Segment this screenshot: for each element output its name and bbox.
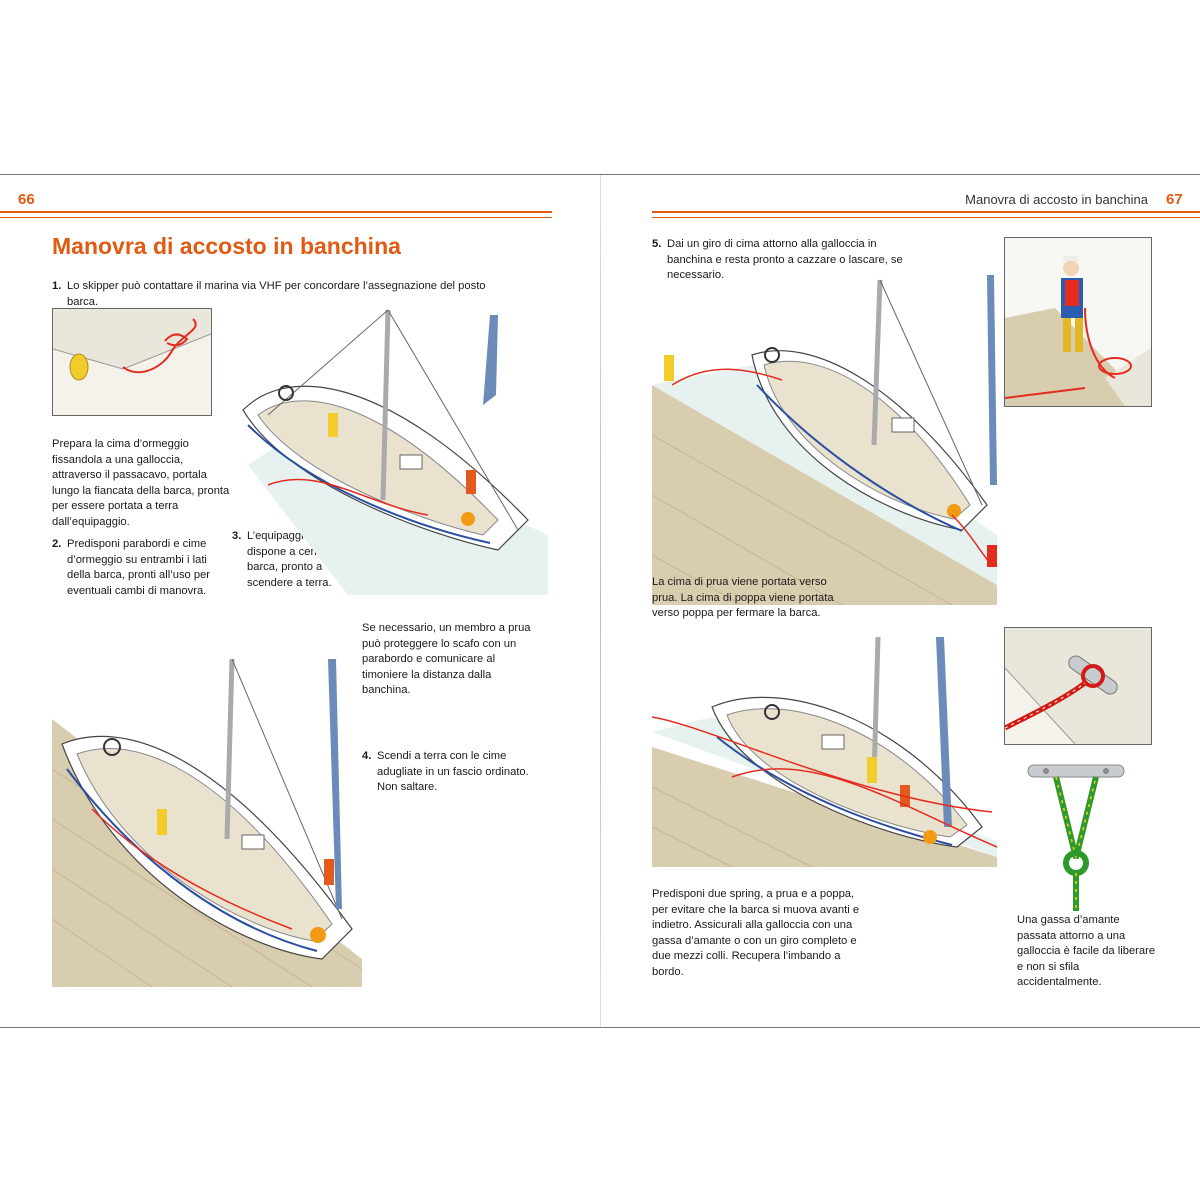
step-1: 1. Lo skipper può contattare il marina v…: [52, 280, 486, 308]
crew-stepping-ashore-illustration: [52, 659, 362, 987]
running-head: Manovra di accosto in banchina: [965, 192, 1148, 207]
book-spread: 66 Manovra di accosto in banchina 1. Lo …: [0, 174, 1200, 1028]
caption-knot: Una gassa d’amante passata attorno a una…: [1017, 914, 1156, 988]
header-rule-right: [652, 211, 1200, 218]
page-gutter: [600, 175, 601, 1027]
step-2-text: Predisponi parabordi e cime d’ormeggio s…: [67, 538, 211, 597]
caption-cleat: Prepara la cima d’ormeggio fissandola a …: [52, 438, 230, 528]
caption-springs: Predisponi due spring, a prua e a poppa,…: [652, 888, 860, 978]
bowline-knot-diagram: [1026, 763, 1126, 913]
page-number-right: 67: [1166, 191, 1183, 208]
cleat-knot-detail-illustration: [1004, 627, 1152, 745]
page-title: Manovra di accosto in banchina: [52, 233, 401, 259]
step-4: 4. Scendi a terra con le cime adugliate …: [362, 750, 529, 793]
step-5-text: Dai un giro di cima attorno alla gallocc…: [667, 238, 903, 281]
step-2: 2. Predisponi parabordi e cime d’ormeggi…: [52, 538, 211, 597]
securing-lines-illustration: [652, 275, 997, 605]
boat-approach-illustration: [228, 305, 548, 595]
caption-bow: Se necessario, un membro a prua può prot…: [362, 622, 531, 696]
caption-lines: La cima di prua viene portata verso prua…: [652, 576, 834, 619]
springs-illustration: [652, 637, 997, 867]
step-3: 3. L’equipaggio si dispone a centro barc…: [232, 530, 332, 589]
step-5: 5. Dai un giro di cima attorno alla gall…: [652, 238, 903, 281]
cleat-detail-illustration: [52, 308, 212, 416]
step-3-text: L’equipaggio si dispone a centro barca, …: [247, 530, 332, 589]
crew-on-dock-illustration: [1004, 237, 1152, 407]
step-4-text: Scendi a terra con le cime adugliate in …: [377, 750, 529, 793]
step-1-text: Lo skipper può contattare il marina via …: [67, 280, 486, 308]
header-rule-left: [0, 211, 552, 218]
page-number-left: 66: [18, 191, 35, 208]
